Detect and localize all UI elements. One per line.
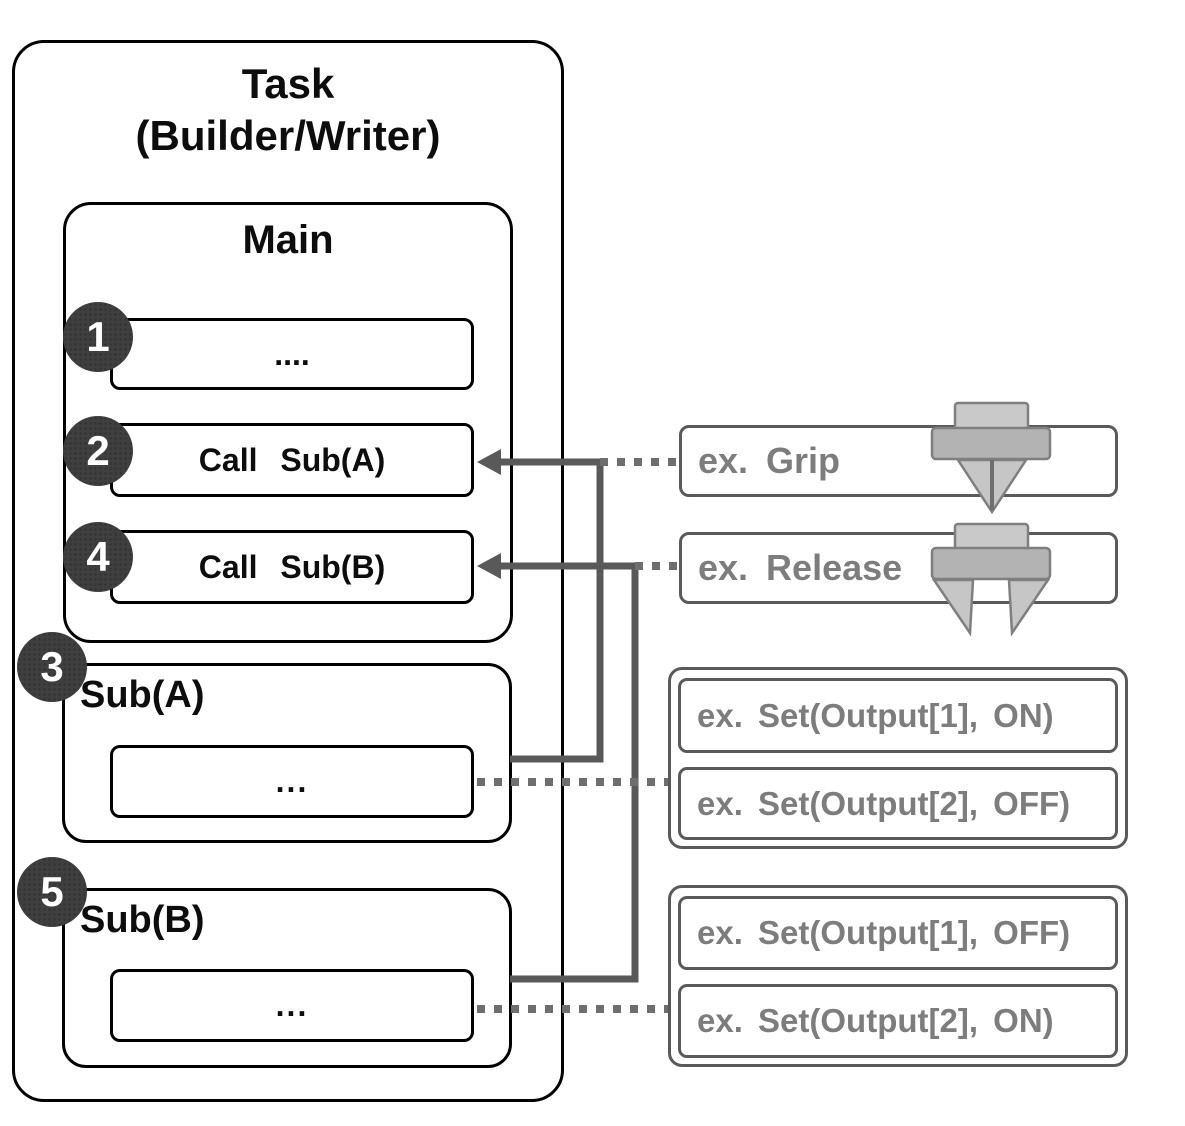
sub-a-body-box: ...: [110, 745, 474, 818]
task-title-line1: Task: [241, 60, 335, 107]
main-container-box: [63, 202, 513, 643]
main-title: Main: [242, 218, 334, 262]
example-set-output1-off: ex. Set(Output[1], OFF): [678, 896, 1118, 970]
sub-a-title: Sub(A): [80, 674, 205, 716]
sub-b-title: Sub(B): [80, 899, 205, 941]
step-number-badge-1: 1: [63, 302, 133, 372]
example-set-output2-off: ex. Set(Output[2], OFF): [678, 767, 1118, 840]
task-title: Task (Builder/Writer): [12, 58, 564, 162]
step-number-badge-3: 3: [17, 632, 87, 702]
step-number-badge-4: 4: [63, 522, 133, 592]
example-set-output1-on: ex. Set(Output[1], ON): [678, 678, 1118, 753]
main-step-call-sub-a-box: Call Sub(A): [110, 423, 474, 497]
task-title-line2: (Builder/Writer): [135, 112, 441, 159]
step-number-badge-2: 2: [63, 416, 133, 486]
step-number-badge-5: 5: [17, 857, 87, 927]
example-release-box: ex. Release: [679, 532, 1118, 604]
main-step-1-box: ....: [110, 318, 474, 390]
example-set-output2-on: ex. Set(Output[2], ON): [678, 984, 1118, 1058]
main-step-call-sub-b-box: Call Sub(B): [110, 530, 474, 604]
example-grip-box: ex. Grip: [679, 425, 1118, 497]
sub-b-body-box: ...: [110, 969, 474, 1042]
